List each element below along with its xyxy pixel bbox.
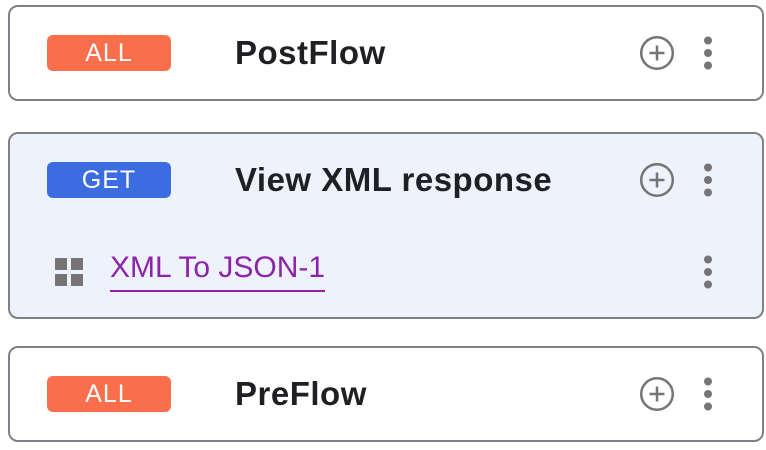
add-circle-outline-icon (639, 162, 675, 198)
step-actions (703, 254, 713, 290)
conditional-flow-card[interactable]: GET View XML response (8, 132, 764, 319)
add-circle-outline-icon (639, 35, 675, 71)
postflow-card[interactable]: ALL PostFlow (8, 5, 764, 101)
flow-header-row: ALL PostFlow (10, 7, 762, 99)
add-policy-icon[interactable] (639, 35, 675, 71)
vertical-three-dots-icon (704, 377, 712, 411)
add-circle-outline-icon (639, 376, 675, 412)
vertical-three-dots-icon (704, 36, 712, 70)
more-options-icon[interactable] (703, 35, 713, 71)
flow-actions (639, 376, 713, 412)
method-badge: ALL (47, 35, 171, 71)
flow-header-row: GET View XML response (10, 134, 762, 226)
vertical-three-dots-icon (704, 163, 712, 197)
policy-step-row: XML To JSON-1 (10, 226, 762, 317)
preflow-card[interactable]: ALL PreFlow (8, 346, 764, 442)
add-policy-icon[interactable] (639, 162, 675, 198)
more-options-icon[interactable] (703, 376, 713, 412)
vertical-three-dots-icon (704, 255, 712, 288)
more-options-icon[interactable] (703, 162, 713, 198)
flow-header-row: ALL PreFlow (10, 348, 762, 440)
flow-actions (639, 35, 713, 71)
policy-step-link[interactable]: XML To JSON-1 (110, 251, 326, 292)
more-options-icon[interactable] (703, 254, 713, 290)
policy-grid-icon (54, 257, 84, 287)
flow-actions (639, 162, 713, 198)
flow-title: View XML response (235, 161, 553, 198)
add-policy-icon[interactable] (639, 376, 675, 412)
flow-title: PreFlow (235, 375, 367, 412)
method-badge: ALL (47, 376, 171, 412)
flow-title: PostFlow (235, 34, 386, 71)
method-badge: GET (47, 162, 171, 198)
